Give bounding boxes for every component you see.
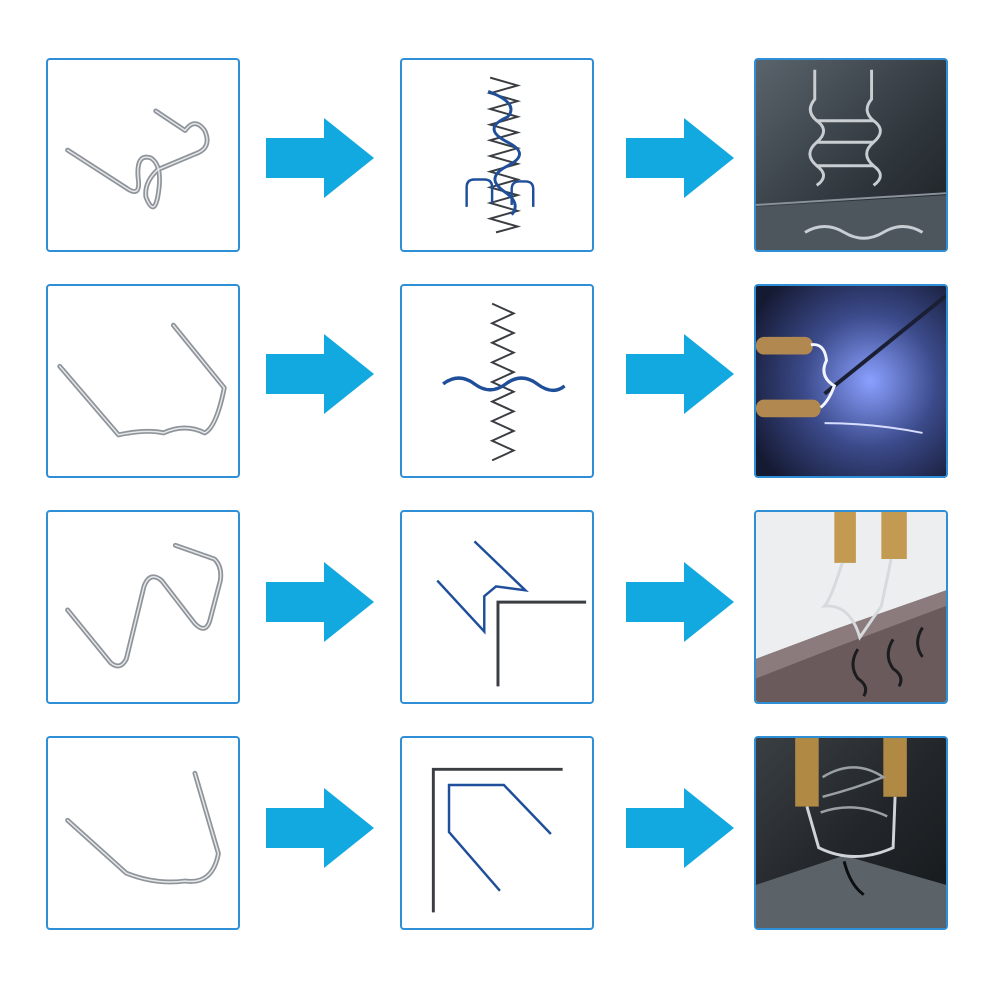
wave-across-zigzag-diagram xyxy=(442,302,566,462)
right-arrow-icon xyxy=(626,334,734,414)
diagram-panel-row4 xyxy=(400,736,594,930)
right-arrow-icon xyxy=(266,562,374,642)
corner-staples-bumper-crack-photo xyxy=(756,738,946,928)
right-arrow-icon xyxy=(266,118,374,198)
diagram-panel-row1 xyxy=(400,58,594,252)
clip-panel-row2 xyxy=(46,284,240,478)
spring-cross-weave-diagram xyxy=(465,76,535,234)
photo-panel-row1 xyxy=(754,58,948,252)
right-arrow-icon xyxy=(266,788,374,868)
right-arrow-icon xyxy=(626,562,734,642)
clip-panel-row4 xyxy=(46,736,240,930)
clip-panel-row3 xyxy=(46,510,240,704)
s-spring-staple-icon xyxy=(65,108,210,210)
outside-corner-join-diagram xyxy=(436,540,587,687)
hot-stapler-blue-light-photo xyxy=(756,286,946,476)
corner-staples-dark-plastic-photo xyxy=(756,512,946,702)
right-arrow-icon xyxy=(626,118,734,198)
flat-u-staple-icon xyxy=(57,322,227,438)
clip-panel-row1 xyxy=(46,58,240,252)
photo-panel-row2 xyxy=(754,284,948,478)
right-arrow-icon xyxy=(626,788,734,868)
diagram-panel-row3 xyxy=(400,510,594,704)
right-arrow-icon xyxy=(266,334,374,414)
v-inside-corner-staple-icon xyxy=(65,770,221,885)
melted-wave-staples-photo xyxy=(756,60,946,250)
photo-panel-row4 xyxy=(754,736,948,930)
diagram-panel-row2 xyxy=(400,284,594,478)
photo-panel-row3 xyxy=(754,510,948,704)
inside-corner-join-diagram xyxy=(431,767,563,913)
w-wave-staple-icon xyxy=(65,542,224,669)
